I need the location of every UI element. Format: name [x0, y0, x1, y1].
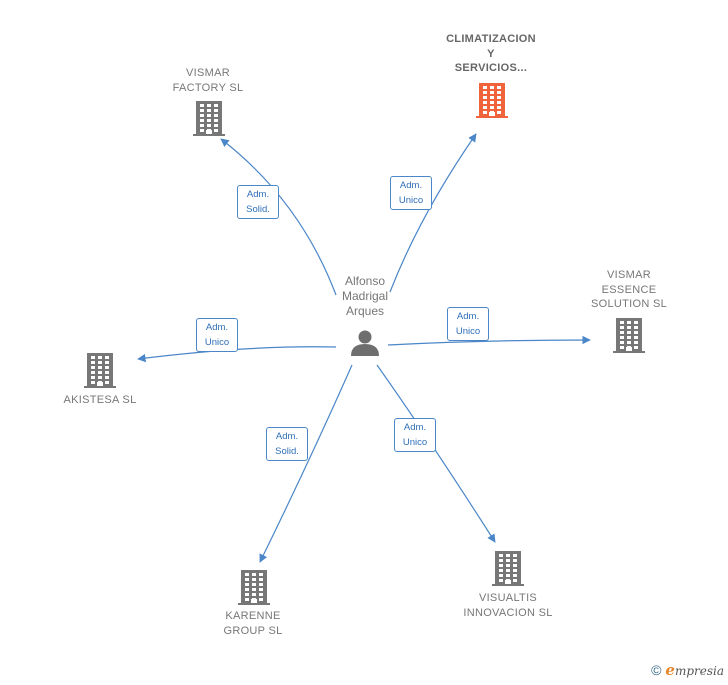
- role-badge-visualtis[interactable]: Adm. Unico: [394, 418, 436, 452]
- company-label-line: SOLUTION SL: [590, 298, 668, 310]
- edge-akistesa: [137, 346, 337, 363]
- role-text: Solid.: [275, 446, 299, 457]
- person-name-line: Arques: [345, 304, 385, 318]
- company-label-vismar-factory[interactable]: VISMAR FACTORY SL: [158, 66, 258, 95]
- empresia-logo: empresia: [665, 661, 724, 679]
- company-label-line: AKISTESA SL: [63, 394, 137, 406]
- company-label-visualtis[interactable]: VISUALTIS INNOVACION SL: [450, 591, 566, 620]
- company-label-akistesa[interactable]: AKISTESA SL: [40, 393, 160, 408]
- role-text: Unico: [398, 195, 424, 206]
- building-icon[interactable]: [476, 83, 508, 118]
- edge-karenne: [259, 364, 353, 563]
- edge-vismar-essence: [387, 335, 591, 346]
- role-badge-akistesa[interactable]: Adm. Unico: [196, 318, 238, 352]
- role-badge-climatizacion[interactable]: Adm. Unico: [390, 176, 432, 210]
- role-text: Adm.: [399, 180, 423, 191]
- role-text: Solid.: [246, 204, 270, 215]
- company-label-line: GROUP SL: [223, 624, 283, 637]
- building-icon[interactable]: [238, 570, 270, 605]
- role-badge-karenne[interactable]: Adm. Solid.: [266, 427, 308, 461]
- building-icon[interactable]: [193, 101, 225, 136]
- person-icon[interactable]: [351, 330, 379, 357]
- company-label-line: FACTORY SL: [172, 81, 244, 94]
- person-name-line: Alfonso: [344, 274, 386, 288]
- role-text: Adm.: [403, 422, 427, 433]
- building-icon[interactable]: [84, 353, 116, 388]
- company-label-line: KARENNE: [225, 610, 281, 622]
- company-label-line: VISMAR: [186, 67, 230, 79]
- role-text: Unico: [204, 337, 230, 348]
- company-label-line: INNOVACION SL: [463, 606, 553, 619]
- company-label-line: SERVICIOS...: [454, 62, 528, 74]
- company-label-climatizacion[interactable]: CLIMATIZACION Y SERVICIOS...: [425, 32, 557, 76]
- role-text: Adm.: [246, 189, 270, 200]
- role-text: Adm.: [275, 431, 299, 442]
- role-text: Unico: [455, 326, 481, 337]
- building-icon[interactable]: [613, 318, 645, 353]
- company-label-line: CLIMATIZACION: [446, 33, 536, 45]
- role-text: Unico: [402, 437, 428, 448]
- role-badge-vismar-factory[interactable]: Adm. Solid.: [237, 185, 279, 219]
- company-label-karenne[interactable]: KARENNE GROUP SL: [205, 609, 301, 638]
- person-name-line: Madrigal: [341, 289, 389, 303]
- role-badge-vismar-essence[interactable]: Adm. Unico: [447, 307, 489, 341]
- company-label-line: ESSENCE: [601, 283, 657, 296]
- copyright-symbol: ©: [651, 662, 662, 678]
- company-label-vismar-essence[interactable]: VISMAR ESSENCE SOLUTION SL: [578, 268, 680, 312]
- edge-vismar-factory: [220, 138, 337, 296]
- role-text: Adm.: [205, 322, 229, 333]
- role-text: Adm.: [456, 311, 480, 322]
- company-label-line: VISMAR: [607, 269, 651, 281]
- footer-brand: © empresia: [651, 661, 724, 679]
- company-label-line: Y: [487, 47, 495, 60]
- edge-climatizacion: [389, 133, 477, 293]
- company-label-line: VISUALTIS: [478, 592, 538, 604]
- edge-visualtis: [376, 364, 496, 543]
- building-icon[interactable]: [492, 551, 524, 586]
